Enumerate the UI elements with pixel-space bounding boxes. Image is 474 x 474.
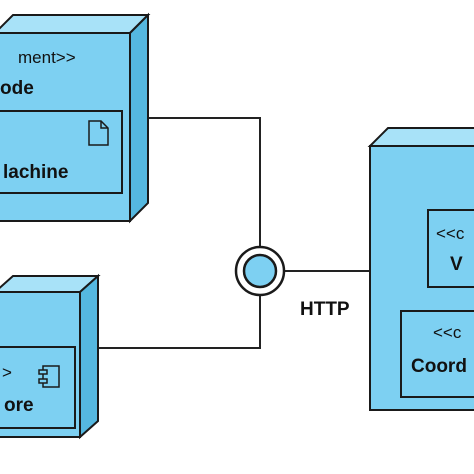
deployment-node-top-left[interactable]: ment>> ode lachine	[0, 12, 151, 224]
http-interface[interactable]	[234, 245, 286, 297]
node-stereotype: ment>>	[18, 48, 76, 67]
connector-lines	[99, 117, 370, 349]
component-name: V	[450, 254, 463, 275]
artifact-box[interactable]: lachine	[0, 110, 123, 194]
component-icon	[38, 365, 60, 388]
component-box-top[interactable]: <<c V	[427, 209, 474, 288]
component-rect	[400, 310, 474, 398]
node-top-face	[0, 14, 151, 34]
component-stereotype: <<c	[433, 323, 462, 342]
deployment-node-right[interactable]: <<c V <<c Coord	[367, 127, 474, 411]
node-name: ode	[0, 78, 34, 99]
deployment-node-bottom-left[interactable]: > ore	[0, 273, 101, 440]
component-name: Coord	[411, 356, 467, 377]
component-stereotype: >	[2, 363, 12, 382]
component-name: ore	[4, 395, 34, 416]
component-box[interactable]: > ore	[0, 346, 76, 429]
artifact-name: lachine	[3, 162, 68, 183]
component-rect	[427, 209, 474, 288]
connector-top-node	[147, 117, 261, 248]
node-side-face	[129, 12, 149, 224]
node-top-face	[367, 127, 474, 147]
document-icon	[88, 120, 109, 146]
node-side-face	[79, 273, 99, 440]
interface-label: HTTP	[300, 299, 350, 320]
component-rect	[0, 346, 76, 429]
connector-bottom-node	[99, 296, 261, 349]
interface-icon	[242, 253, 278, 289]
component-stereotype: <<c	[436, 224, 465, 243]
component-box-bottom[interactable]: <<c Coord	[400, 310, 474, 398]
